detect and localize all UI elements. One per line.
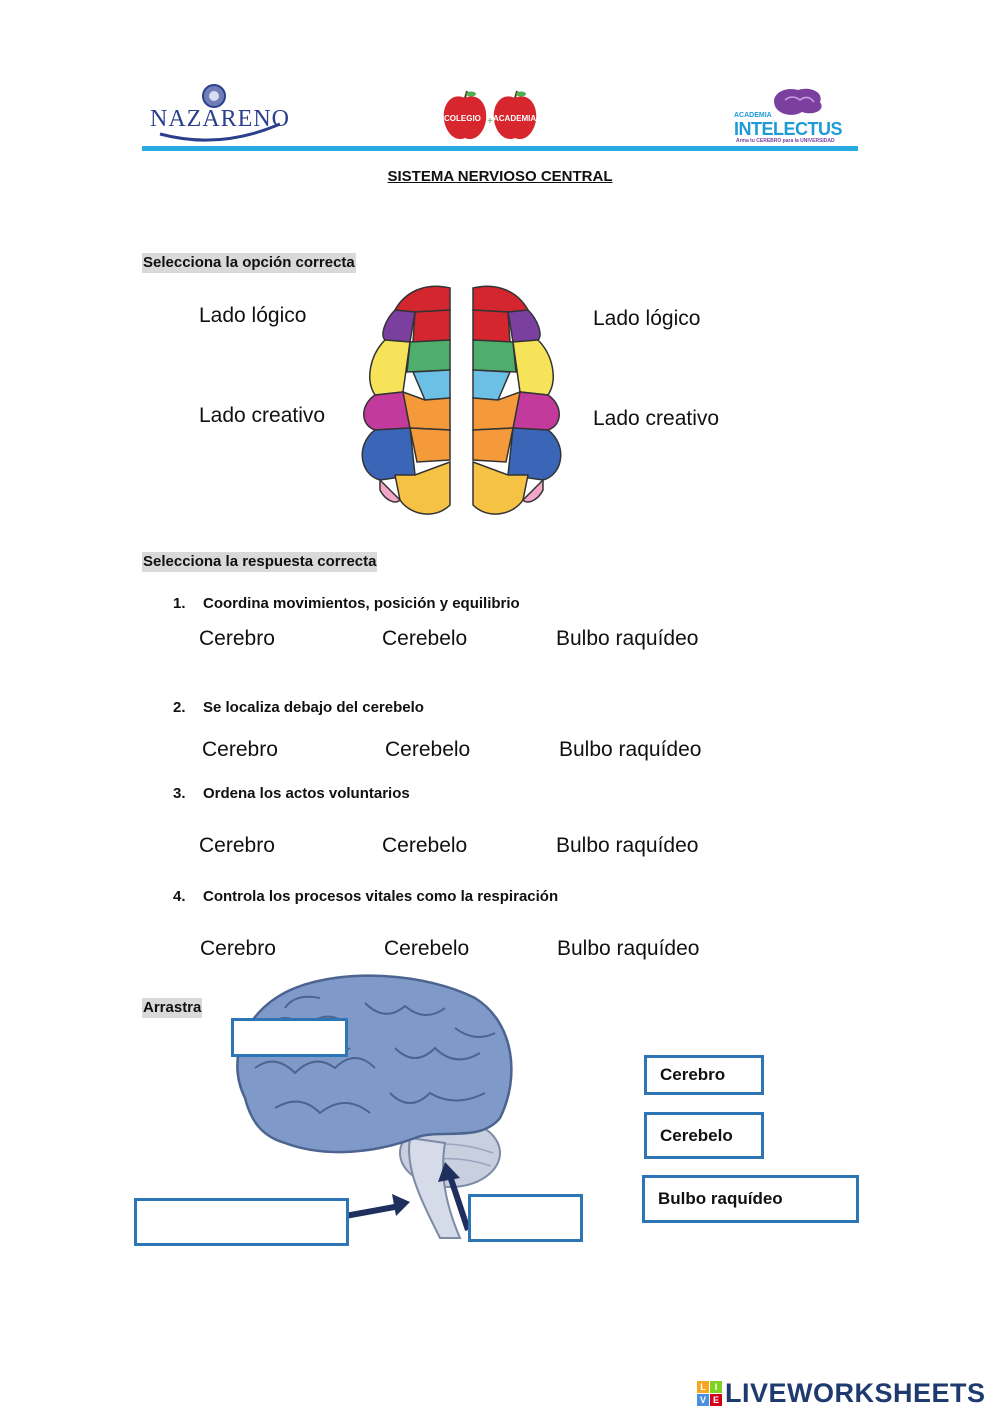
drop-zone-bulbo[interactable]: [134, 1198, 349, 1246]
left-top-option[interactable]: Lado lógico: [199, 304, 307, 327]
liveworksheets-badge: L I V E: [697, 1380, 722, 1406]
section2-heading: Selecciona la respuesta correcta: [142, 552, 378, 572]
right-top-option[interactable]: Lado lógico: [593, 307, 701, 330]
q2-option-bulbo[interactable]: Bulbo raquídeo: [559, 738, 702, 761]
q1-option-cerebelo[interactable]: Cerebelo: [382, 627, 468, 650]
question-1: 1.Coordina movimientos, posición y equil…: [173, 595, 520, 612]
right-bottom-option[interactable]: Lado creativo: [593, 407, 720, 430]
colegio-label: COLEGIO: [444, 114, 481, 123]
intelectus-tagline: Arma tu CEREBRO para la UNIVERSIDAD: [736, 138, 835, 144]
academia-label: ACADEMIA: [493, 114, 537, 123]
svg-text:+: +: [487, 116, 493, 127]
liveworksheets-logo: L I V E LIVEWORKSHEETS: [697, 1378, 986, 1408]
q4-option-bulbo[interactable]: Bulbo raquídeo: [557, 937, 700, 960]
intelectus-small: ACADEMIA: [734, 112, 772, 119]
q3-option-bulbo[interactable]: Bulbo raquídeo: [556, 834, 699, 857]
q3-option-cerebro[interactable]: Cerebro: [199, 834, 275, 857]
q4-option-cerebelo[interactable]: Cerebelo: [384, 937, 470, 960]
q3-option-cerebelo[interactable]: Cerebelo: [382, 834, 468, 857]
colegio-academia-logo: + COLEGIO ACADEMIA: [440, 90, 540, 142]
drag-tile-cerebelo[interactable]: Cerebelo: [644, 1112, 764, 1159]
q1-option-bulbo[interactable]: Bulbo raquídeo: [556, 627, 699, 650]
question-2: 2.Se localiza debajo del cerebelo: [173, 699, 424, 716]
question-2-text: Se localiza debajo del cerebelo: [203, 699, 424, 716]
drag-tile-cerebro[interactable]: Cerebro: [644, 1055, 764, 1095]
q2-option-cerebro[interactable]: Cerebro: [202, 738, 278, 761]
section1-heading: Selecciona la opción correcta: [142, 253, 356, 273]
question-3: 3.Ordena los actos voluntarios: [173, 785, 410, 802]
left-bottom-option[interactable]: Lado creativo: [199, 404, 326, 427]
section3-heading: Arrastra: [142, 998, 203, 1018]
drop-zone-cerebro[interactable]: [231, 1018, 348, 1057]
nazareno-logo: NAZARENO: [150, 80, 290, 144]
brain-hemispheres-image: [355, 280, 575, 520]
drag-tile-bulbo[interactable]: Bulbo raquídeo: [642, 1175, 859, 1223]
q2-option-cerebelo[interactable]: Cerebelo: [385, 738, 471, 761]
liveworksheets-text: LIVEWORKSHEETS: [725, 1377, 986, 1408]
intelectus-text: INTELECTUS: [734, 119, 843, 139]
q4-option-cerebro[interactable]: Cerebro: [200, 937, 276, 960]
drop-zone-cerebelo[interactable]: [468, 1194, 583, 1242]
question-4: 4.Controla los procesos vitales como la …: [173, 888, 559, 905]
page-title: SISTEMA NERVIOSO CENTRAL: [387, 168, 613, 185]
question-1-text: Coordina movimientos, posición y equilib…: [203, 595, 520, 612]
question-4-text: Controla los procesos vitales como la re…: [203, 888, 559, 905]
intelectus-logo: ACADEMIA INTELECTUS Arma tu CEREBRO para…: [730, 86, 860, 146]
nazareno-logo-text: NAZARENO: [150, 106, 290, 132]
q1-option-cerebro[interactable]: Cerebro: [199, 627, 275, 650]
header-divider: [142, 146, 858, 151]
arrows-overlay: [311, 1162, 471, 1231]
question-3-text: Ordena los actos voluntarios: [203, 785, 410, 802]
